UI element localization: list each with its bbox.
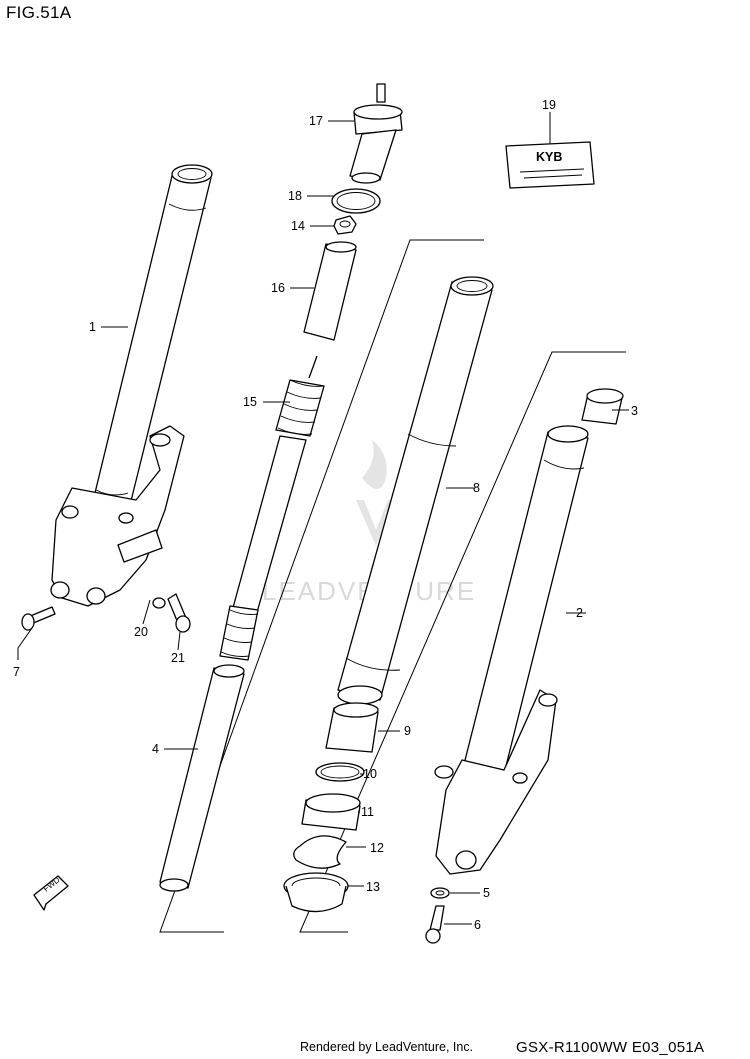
part-14-nut xyxy=(333,215,357,235)
callout-4: 4 xyxy=(152,742,159,756)
part-19-decal: KYB xyxy=(505,141,595,189)
footer-rendered-by: Rendered by LeadVenture, Inc. xyxy=(300,1040,474,1054)
callout-20: 20 xyxy=(134,625,148,639)
callout-2: 2 xyxy=(576,606,583,620)
part-10-washer xyxy=(315,762,365,782)
part-7-bolt xyxy=(21,606,56,631)
callout-19: 19 xyxy=(542,98,556,112)
callout-21: 21 xyxy=(171,651,185,665)
callout-5: 5 xyxy=(483,886,490,900)
callout-9: 9 xyxy=(404,724,411,738)
callout-14: 14 xyxy=(291,219,305,233)
part-17-cap-bolt xyxy=(349,83,403,184)
callout-15: 15 xyxy=(243,395,257,409)
part-6-bolt xyxy=(425,905,445,944)
part-16-spacer xyxy=(303,241,357,341)
part-11-oil-seal xyxy=(301,793,361,831)
callout-10: 10 xyxy=(363,767,377,781)
callout-18: 18 xyxy=(288,189,302,203)
footer-diagram-code: GSX-R1100WW E03_051A xyxy=(516,1039,705,1056)
callout-6: 6 xyxy=(474,918,481,932)
part-8-fork-tube xyxy=(337,276,494,705)
part-18-o-ring xyxy=(331,188,381,214)
fwd-direction-arrow: FWD xyxy=(33,875,69,911)
part-1-outer-tube xyxy=(50,164,213,607)
part-9-bushing xyxy=(325,702,379,753)
callout-17: 17 xyxy=(309,114,323,128)
callout-7: 7 xyxy=(13,665,20,679)
part-2-outer-tube xyxy=(434,425,589,875)
callout-3: 3 xyxy=(631,404,638,418)
part-13-dust-seal xyxy=(283,872,349,913)
part-15-damper-rod xyxy=(219,355,325,661)
part-12-stopper-ring xyxy=(293,835,347,869)
assembly-bracket-lines xyxy=(159,239,626,933)
part-21-bolt xyxy=(167,593,191,633)
callout-13: 13 xyxy=(366,880,380,894)
callout-8: 8 xyxy=(473,481,480,495)
callout-11: 11 xyxy=(361,805,374,819)
part-20-washer xyxy=(152,597,166,609)
part-3-spacer-ring xyxy=(581,388,624,425)
part-4-inner-tube xyxy=(159,664,245,892)
callout-1: 1 xyxy=(89,320,96,334)
callout-16: 16 xyxy=(271,281,285,295)
decal-text: KYB xyxy=(536,150,562,164)
callout-leaders xyxy=(17,112,629,925)
callout-12: 12 xyxy=(370,841,384,855)
callout-numbers: 1 2 3 4 5 6 7 8 9 10 11 12 13 14 15 16 1… xyxy=(13,98,638,932)
part-5-washer xyxy=(430,887,450,899)
figure-title: FIG.51A xyxy=(6,3,72,22)
